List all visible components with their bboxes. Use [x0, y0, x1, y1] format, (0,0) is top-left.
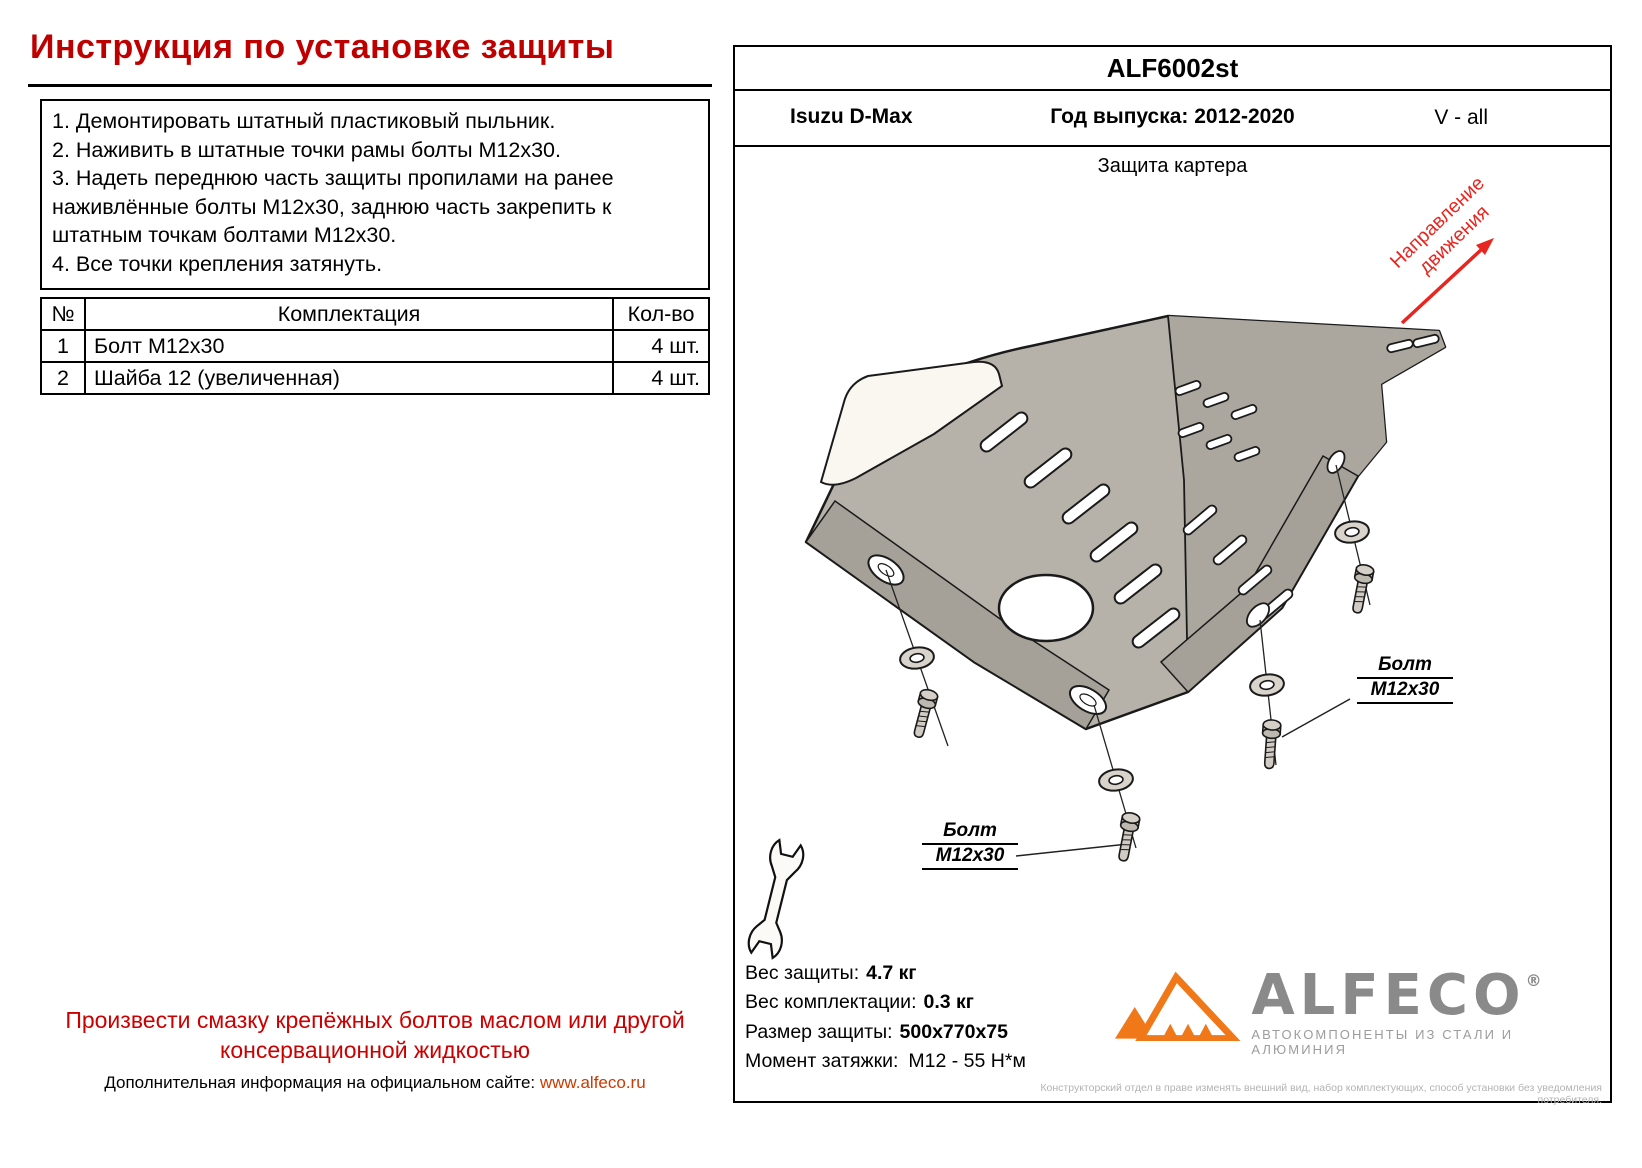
product-panel: ALF6002st Isuzu D-Max Год выпуска: 2012-… — [733, 45, 1612, 1106]
spec-weight: Вес защиты:4.7 кг — [745, 962, 917, 984]
spec-kit-weight: Вес комплектации:0.3 кг — [745, 991, 974, 1014]
wrench-icon — [747, 838, 805, 960]
installation-instructions: 1. Демонтировать штатный пластиковый пыл… — [40, 99, 710, 290]
alfeco-logo-icon — [1114, 971, 1241, 1042]
registered-mark: ® — [1525, 971, 1542, 990]
drawing-title: Защита картера — [1097, 155, 1248, 177]
page-title: Инструкция по установке защиты — [30, 28, 615, 66]
cell-number: 2 — [40, 361, 86, 395]
cell-name: Болт М12х30 — [84, 329, 614, 363]
spec-torque: Момент затяжки:М12 - 55 Н*м — [745, 1049, 1026, 1072]
footer-text: Дополнительная информация на официальном… — [104, 1073, 536, 1092]
bolt-callout-bottom: Болт М12х30 — [922, 820, 1018, 870]
table-row: 2 Шайба 12 (увеличенная) 4 шт. — [40, 361, 710, 395]
plate-front-lip — [819, 360, 1004, 486]
header-qty: Кол-во — [612, 297, 710, 331]
table-row: 1 Болт М12х30 4 шт. — [40, 329, 710, 363]
car-model: Isuzu D-Max — [790, 105, 913, 128]
header-number: № — [40, 297, 86, 331]
cell-number: 1 — [40, 329, 86, 363]
product-code: ALF6002st — [735, 47, 1610, 91]
parts-table: № Комплектация Кол-во 1 Болт М12х30 4 шт… — [40, 297, 710, 395]
logo-name: ALFECO® — [1251, 963, 1542, 1028]
large-access-hole — [997, 573, 1095, 643]
alfeco-logo: ALFECO® АВТОКОМПОНЕНТЫ ИЗ СТАЛИ И АЛЮМИН… — [1113, 963, 1610, 1058]
instruction-item-3: 3. Надеть переднюю часть защиты пропилам… — [52, 166, 614, 248]
instruction-item-4: 4. Все точки крепления затянуть. — [52, 251, 383, 276]
cell-qty: 4 шт. — [612, 361, 710, 395]
logo-tagline: АВТОКОМПОНЕНТЫ ИЗ СТАЛИ И АЛЮМИНИЯ — [1251, 1027, 1514, 1058]
title-divider — [28, 84, 712, 87]
engine-variant: V - all — [1434, 106, 1488, 129]
fine-print: Конструкторский отдел в праве изменять в… — [1040, 1082, 1602, 1106]
table-header-row: № Комплектация Кол-во — [40, 297, 710, 331]
instruction-item-1: 1. Демонтировать штатный пластиковый пыл… — [52, 109, 556, 133]
header-name: Комплектация — [84, 297, 614, 331]
site-footer: Дополнительная информация на официальном… — [40, 1073, 710, 1093]
spec-size: Размер защиты:500x770x75 — [745, 1020, 1008, 1043]
skid-plate-drawing — [747, 238, 1494, 960]
direction-arrow — [1400, 238, 1494, 325]
site-link[interactable]: www.alfeco.ru — [539, 1073, 646, 1092]
model-years: Год выпуска: 2012-2020 — [1050, 105, 1295, 128]
grease-note: Произвести смазку крепёжных болтов масло… — [65, 1007, 685, 1063]
instruction-item-2: 2. Наживить в штатные точки рамы болты М… — [52, 137, 561, 162]
bolt-callout-right: Болт М12х30 — [1357, 654, 1453, 704]
product-meta-row: Isuzu D-Max Год выпуска: 2012-2020 V - a… — [735, 91, 1610, 147]
logo-text-block: ALFECO® АВТОКОМПОНЕНТЫ ИЗ СТАЛИ И АЛЮМИН… — [1251, 963, 1610, 1058]
cell-qty: 4 шт. — [612, 329, 710, 363]
spec-list: Вес защиты:4.7 кг Вес комплектации:0.3 к… — [745, 959, 1026, 1076]
cell-name: Шайба 12 (увеличенная) — [84, 361, 614, 395]
